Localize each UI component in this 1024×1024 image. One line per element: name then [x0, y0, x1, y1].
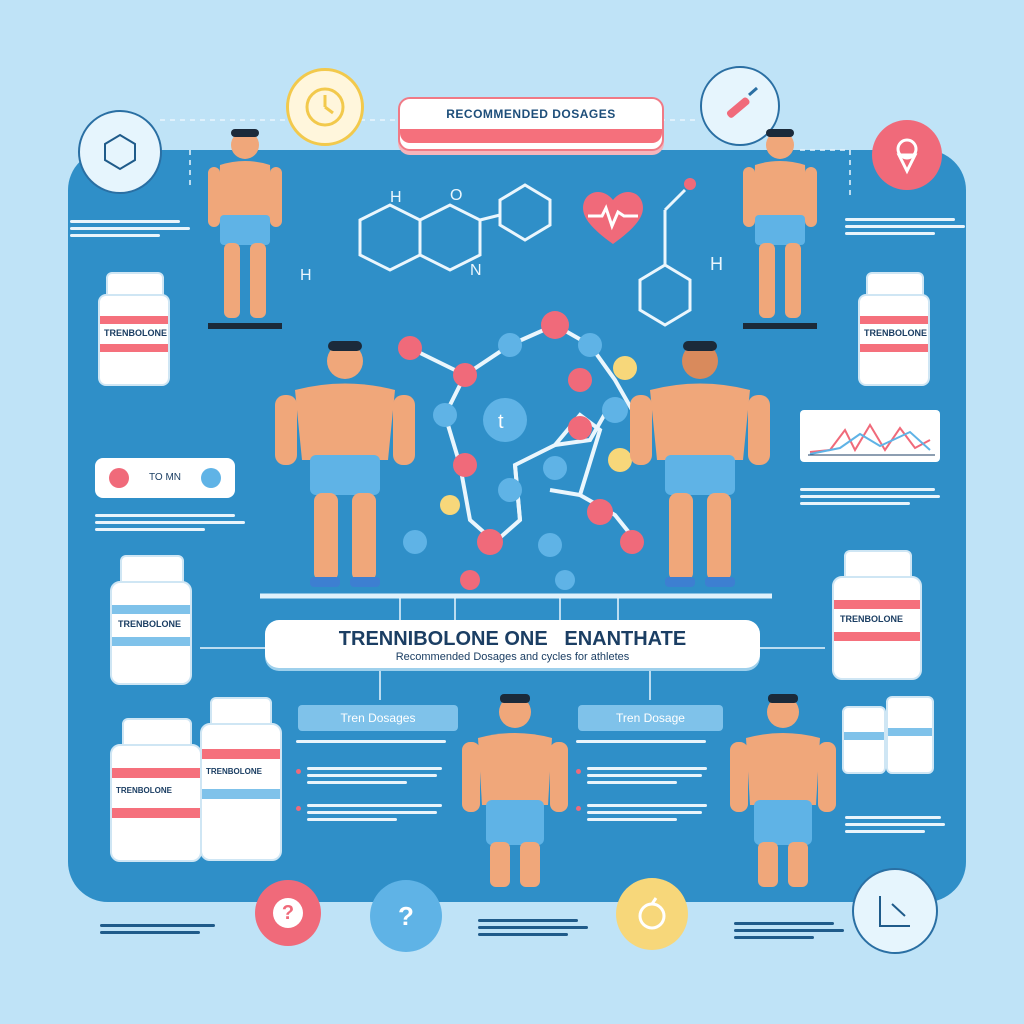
svg-text:N: N — [470, 262, 482, 279]
text-block-4 — [800, 484, 940, 509]
apple-icon — [616, 878, 688, 950]
svg-text:H: H — [300, 267, 312, 284]
bottle-5: TRENBOLONE — [110, 718, 202, 863]
molecule-center-label: t — [498, 411, 504, 433]
ratio-box: TO MN — [95, 458, 235, 498]
small-bottles — [842, 696, 934, 776]
footer-text-2 — [478, 915, 588, 940]
question-icon: ? — [370, 880, 442, 952]
athlete-figure-1 — [208, 129, 282, 329]
heart-icon — [578, 186, 648, 253]
athlete-figure-4 — [630, 341, 770, 587]
svg-text:H: H — [390, 189, 402, 206]
athlete-figure-6 — [730, 694, 836, 887]
bottle-3: TRENBOLONE — [110, 555, 192, 685]
dose-label-1: Tren Dosages — [298, 705, 458, 731]
svg-text:H: H — [710, 254, 723, 274]
page-subtitle: Recommended Dosages and cycles for athle… — [395, 651, 630, 663]
footer-text-3 — [734, 918, 844, 943]
athlete-figure-2 — [743, 129, 817, 329]
text-block-5 — [845, 812, 945, 837]
molecule-icon — [78, 110, 162, 194]
athlete-figure-5 — [462, 694, 568, 887]
bottle-4-label: TRENBOLONE — [840, 614, 903, 624]
alert-icon: ? — [255, 880, 321, 946]
ice-cream-icon — [872, 120, 942, 190]
dose-label-2: Tren Dosage — [578, 705, 723, 731]
top-banner-stripe — [400, 129, 662, 143]
text-block-3 — [95, 510, 245, 535]
bottle-4: TRENBOLONE — [832, 550, 922, 680]
athlete-figure-3 — [275, 341, 415, 587]
top-banner: RECOMMENDED DOSAGES — [398, 97, 664, 151]
ratio-box-label: TO MN — [148, 472, 182, 483]
bottle-3-label: TRENBOLONE — [118, 619, 181, 629]
molecule-diagram: t — [398, 311, 644, 590]
bottle-6: TRENBOLONE — [200, 697, 282, 862]
bottle-6-label: TRENBOLONE — [206, 767, 262, 776]
chemical-structure: H O N H — [300, 183, 552, 284]
footer-text-1 — [100, 920, 220, 938]
title-box: TRENNIBOLONE ONE ENANTHATE Recommended D… — [265, 620, 760, 668]
page-title: TRENNIBOLONE ONE ENANTHATE — [338, 628, 687, 650]
dose-list-1 — [296, 740, 456, 821]
bottle-2: TRENBOLONE — [858, 272, 930, 386]
svg-text:O: O — [450, 187, 462, 204]
syringe-icon — [700, 66, 780, 146]
bottle-2-label: TRENBOLONE — [864, 328, 927, 338]
clock-icon — [286, 68, 364, 146]
chemical-structure-right: H — [638, 178, 723, 327]
structure-icon — [852, 868, 938, 954]
bottle-5-label: TRENBOLONE — [116, 786, 172, 795]
bottle-1: TRENBOLONE — [98, 272, 170, 386]
text-block-2 — [845, 214, 965, 239]
top-banner-text: RECOMMENDED DOSAGES — [446, 107, 616, 121]
dose-list-2 — [576, 740, 716, 821]
text-block-1 — [70, 216, 190, 241]
bottle-1-label: TRENBOLONE — [104, 328, 167, 338]
mini-chart — [800, 410, 940, 462]
